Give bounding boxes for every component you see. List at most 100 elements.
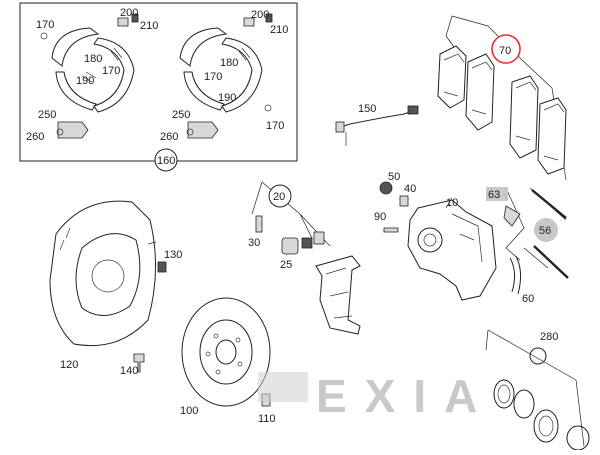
pad-2-detail — [471, 61, 493, 115]
label-160: 160 — [157, 155, 175, 167]
piston-dust-ring — [566, 425, 590, 451]
label-30: 30 — [248, 237, 260, 249]
label-70: 70 — [499, 45, 511, 57]
brake-shoe-left-upper — [51, 27, 100, 67]
caliper-body-detail — [451, 213, 483, 263]
lever-250-right — [187, 121, 219, 139]
label-120: 120 — [60, 359, 78, 371]
disc-bolt-hole-3 — [237, 361, 243, 367]
bleed-cap-50 — [379, 181, 393, 195]
bolt-260-left — [56, 128, 64, 136]
pad-spring-60 — [509, 255, 522, 295]
guide-pin-bolt — [313, 231, 325, 245]
label-170: 170 — [204, 71, 222, 83]
caliper-piston-inner — [423, 233, 437, 247]
label-150: 150 — [358, 103, 376, 115]
wear-sensor-group: 150 — [335, 103, 419, 146]
label-63: 63 — [488, 189, 500, 201]
brake-shoe-right-outer — [221, 37, 263, 113]
spring-190-left — [81, 71, 97, 83]
guide-pin-nut — [301, 237, 313, 249]
wear-sensor-cable — [337, 109, 417, 129]
pin-170-left — [40, 32, 48, 40]
brake-disc-outer — [181, 297, 271, 407]
anti-rattle-clip — [503, 205, 521, 227]
label-260: 260 — [26, 131, 44, 143]
label-190: 190 — [218, 92, 236, 104]
hardware-kit-group: 63 56 60 — [486, 187, 569, 305]
leader-10 — [445, 197, 453, 209]
label-25: 25 — [280, 259, 292, 271]
brake-disc-hat — [199, 319, 253, 385]
piston-seal-ring-1-inner — [497, 384, 511, 404]
pin-170-right — [264, 104, 272, 112]
caliper-bracket — [315, 255, 361, 335]
label-20: 20 — [273, 191, 285, 203]
piston-boot-inner — [538, 415, 554, 437]
watermark-text: EXIA — [316, 370, 495, 422]
parking-brake-shoe-group: 170 200 210 180 170 190 250 260 200 210 … — [19, 2, 298, 172]
highlight-circle-70 — [491, 34, 521, 64]
adjuster-200-right — [243, 17, 255, 27]
label-200: 200 — [120, 7, 138, 19]
label-90: 90 — [374, 211, 386, 223]
caliper-bracket-detail — [325, 267, 353, 319]
brake-shoe-right-upper — [179, 27, 228, 67]
piston-seal-ring-1 — [493, 379, 515, 409]
bleed-screw-40 — [399, 195, 409, 207]
adjuster-200-left — [117, 17, 129, 27]
brake-disc-center-bore — [215, 339, 237, 365]
bolt-140 — [133, 353, 145, 373]
label-190: 190 — [76, 75, 94, 87]
caliper-bolt-90 — [383, 227, 399, 233]
pad-4-detail — [543, 103, 565, 161]
backing-plate-tabs — [59, 227, 157, 251]
brake-pad-3 — [509, 75, 539, 159]
disc-bolt-hole-4 — [215, 369, 221, 375]
piston-kit-outline — [485, 329, 585, 447]
disc-bolt-hole-5 — [205, 351, 211, 357]
callout-circle-160 — [154, 148, 178, 172]
label-180: 180 — [220, 57, 238, 69]
lever-250-left — [57, 121, 89, 139]
callout-circle-20 — [268, 184, 292, 208]
disc-bolt-hole-2 — [235, 337, 241, 343]
nut-210-left — [131, 13, 139, 23]
spring-180-left — [109, 47, 123, 61]
caliper-bracket-group — [315, 255, 361, 335]
nut-210-right — [265, 13, 273, 23]
caliper-group: 50 40 10 90 — [374, 171, 497, 301]
pad-1-detail — [443, 53, 465, 97]
piston-boot — [533, 409, 559, 443]
label-56: 56 — [539, 225, 551, 237]
label-60: 60 — [522, 293, 534, 305]
label-10: 10 — [446, 197, 458, 209]
piston-kit-tool — [529, 347, 547, 365]
label-140: 140 — [120, 365, 138, 377]
backing-plate-hub-opening — [91, 259, 125, 293]
brake-pad-1 — [437, 45, 467, 109]
label-250: 250 — [38, 109, 56, 121]
pad-3-detail — [515, 81, 537, 141]
label-210: 210 — [140, 20, 158, 32]
nut-130 — [157, 261, 167, 273]
brake-shoe-left-lower — [55, 71, 97, 111]
label-170: 170 — [266, 120, 284, 132]
label-130: 130 — [164, 249, 182, 261]
guide-pin-30 — [255, 215, 263, 233]
label-180: 180 — [84, 53, 102, 65]
badge-56 — [534, 218, 558, 242]
label-200: 200 — [251, 9, 269, 21]
backing-plate-group: 120 130 140 — [49, 200, 182, 377]
badge-63 — [486, 187, 508, 201]
watermark-logo — [258, 372, 308, 402]
brake-pad-group: 70 — [437, 15, 567, 181]
label-210: 210 — [270, 24, 288, 36]
brake-backing-plate — [49, 200, 157, 347]
label-250: 250 — [172, 109, 190, 121]
brake-shoe-right-lower — [183, 71, 225, 111]
label-40: 40 — [404, 183, 416, 195]
label-50: 50 — [388, 171, 400, 183]
